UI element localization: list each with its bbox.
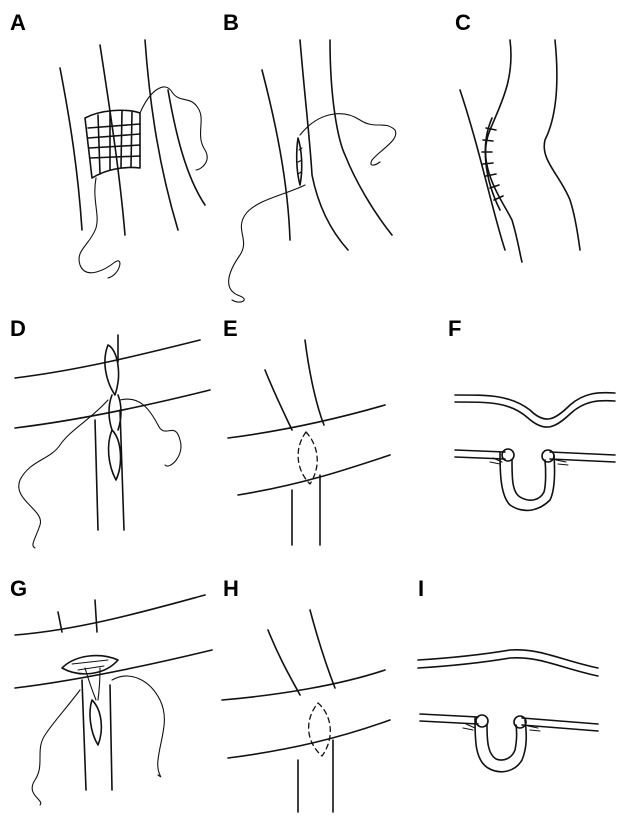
panel-h-vertical-vessel-right-upper xyxy=(310,610,335,688)
panel-a-suture-lower xyxy=(79,178,120,278)
panel-g-drawing xyxy=(15,595,212,805)
panel-f-left-cuff xyxy=(502,449,514,461)
panel-b-vessel-left-wall xyxy=(262,70,290,240)
panel-a-vessel-right-wall xyxy=(145,40,178,230)
panel-a-drawing xyxy=(60,40,207,278)
panel-g-horizontal-vessel-top xyxy=(15,595,205,635)
panel-h-vertical-vessel-left-upper xyxy=(268,630,300,695)
panel-f-lower-vessel-left-top xyxy=(455,450,505,452)
panel-h-dashed-anastomosis xyxy=(309,703,331,756)
panel-b-incision-hatch-3 xyxy=(298,172,301,174)
panel-f-drawing xyxy=(455,393,615,511)
panel-i-left-cuff xyxy=(476,715,488,727)
panel-a-suture-upper xyxy=(140,87,207,170)
panel-g-vertical-vessel-right xyxy=(95,600,112,790)
panel-i-lower-vessel-right-top xyxy=(522,718,598,724)
panel-d-drawing xyxy=(15,335,210,548)
panel-i-lower-vessel-left-bottom xyxy=(420,721,478,724)
panel-d-upper-opening xyxy=(105,345,119,395)
panel-h-horizontal-vessel-top xyxy=(222,670,385,700)
panel-i-u-graft-outer xyxy=(475,718,526,772)
panel-i-u-graft-inner xyxy=(487,725,517,760)
panel-c-vessel-right-wall xyxy=(544,40,580,250)
panel-g-suture-left xyxy=(32,690,80,805)
panel-g-upper-opening xyxy=(62,656,118,674)
panel-b-suture-upper xyxy=(300,114,396,165)
panel-g-suture-right xyxy=(112,676,164,777)
panel-f-right-cuff xyxy=(542,450,554,462)
panel-a-vessel-left-wall xyxy=(60,68,82,230)
panel-b-drawing xyxy=(229,40,396,302)
panel-h-drawing xyxy=(222,610,390,812)
panel-c-vessel-mid-wall xyxy=(486,40,522,262)
panel-i-left-stitch xyxy=(463,724,475,730)
panel-d-vertical-vessel-left xyxy=(95,420,98,530)
panel-e-drawing xyxy=(228,340,390,545)
panel-f-right-stitch xyxy=(556,460,568,465)
panel-f-lower-vessel-left-bottom xyxy=(455,457,505,459)
panel-c-drawing xyxy=(460,40,580,262)
panel-c-vessel-left-wall xyxy=(460,90,505,250)
panel-d-lower-opening xyxy=(109,430,121,480)
panel-i-lower-vessel-left-top xyxy=(420,714,478,717)
panel-e-vertical-vessel-right-upper xyxy=(305,340,324,425)
panel-b-suture-lower xyxy=(229,185,305,302)
panel-i-right-cuff xyxy=(514,716,526,728)
panel-g-upper-opening-hatch-1 xyxy=(72,660,108,664)
panel-a-vessel-far-wall xyxy=(168,90,205,205)
panel-c-stitch-marks xyxy=(482,128,503,200)
panel-g-lower-opening xyxy=(90,700,101,745)
panel-i-drawing xyxy=(418,650,598,772)
panel-b-vessel-outer-wall xyxy=(330,40,392,235)
panel-f-upper-vessel-outer xyxy=(455,393,615,419)
panel-e-dashed-anastomosis xyxy=(298,432,317,484)
panel-d-vertical-vessel-right xyxy=(118,335,124,530)
panel-f-lower-vessel-right-top xyxy=(550,452,615,455)
panel-g-horizontal-vessel-bottom xyxy=(15,650,212,688)
panel-f-u-graft-inner xyxy=(512,460,546,500)
panel-e-vertical-vessel-left-upper xyxy=(265,370,292,430)
